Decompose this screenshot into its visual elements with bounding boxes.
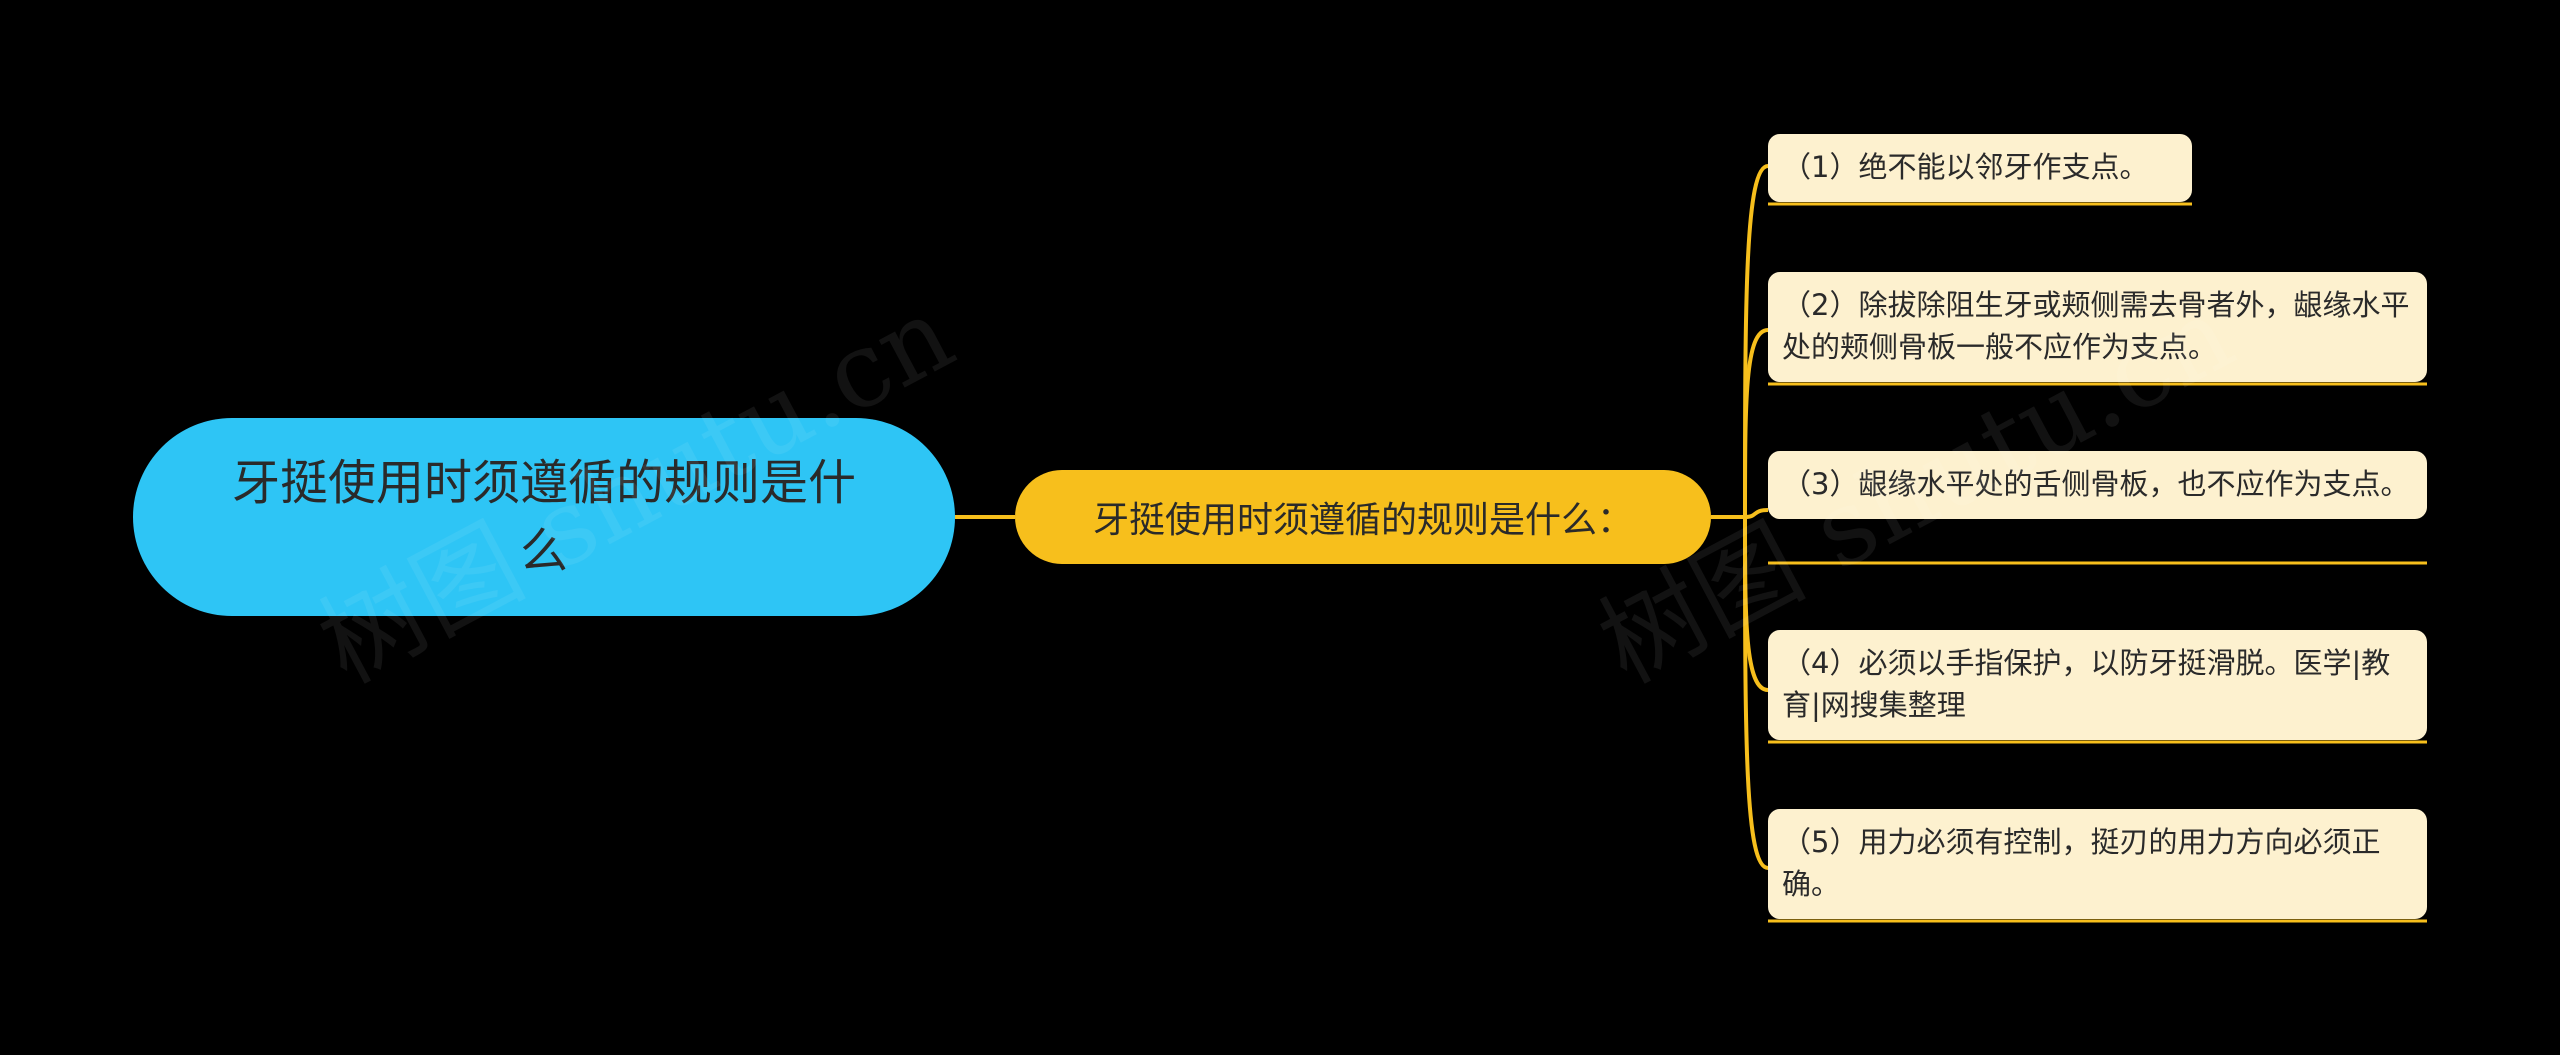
root-node[interactable]: 牙挺使用时须遵循的规则是什么 — [133, 418, 955, 616]
leaf-node-1[interactable]: （1）绝不能以邻牙作支点。 — [1768, 134, 2192, 202]
leaf-node-4[interactable]: （4）必须以手指保护，以防牙挺滑脱。医学|教育|网搜集整理 — [1768, 630, 2427, 740]
leaf-node-label: （3）龈缘水平处的舌侧骨板，也不应作为支点。 — [1782, 467, 2410, 501]
leaf-node-3[interactable]: （3）龈缘水平处的舌侧骨板，也不应作为支点。 — [1768, 451, 2427, 519]
root-node-label: 牙挺使用时须遵循的规则是什么 — [231, 455, 856, 579]
leaf-node-2[interactable]: （2）除拔除阻生牙或颊侧需去骨者外，龈缘水平处的颊侧骨板一般不应作为支点。 — [1768, 272, 2427, 382]
leaf-node-label: （1）绝不能以邻牙作支点。 — [1782, 150, 2149, 184]
connector-leaf-5 — [1743, 516, 1769, 870]
branch-node-label: 牙挺使用时须遵循的规则是什么： — [1092, 500, 1633, 541]
leaf-node-label: （4）必须以手指保护，以防牙挺滑脱。医学|教育|网搜集整理 — [1782, 646, 2391, 722]
connector-leaf-3 — [1744, 508, 1769, 519]
connector-leaf-2 — [1743, 328, 1769, 518]
leaf-node-5[interactable]: （5）用力必须有控制，挺刃的用力方向必须正确。 — [1768, 809, 2427, 919]
connector-leaf-4 — [1743, 516, 1769, 692]
leaf-node-label: （5）用力必须有控制，挺刃的用力方向必须正确。 — [1782, 825, 2381, 901]
branch-node[interactable]: 牙挺使用时须遵循的规则是什么： — [1015, 470, 1711, 564]
leaf-node-label: （2）除拔除阻生牙或颊侧需去骨者外，龈缘水平处的颊侧骨板一般不应作为支点。 — [1782, 288, 2410, 364]
